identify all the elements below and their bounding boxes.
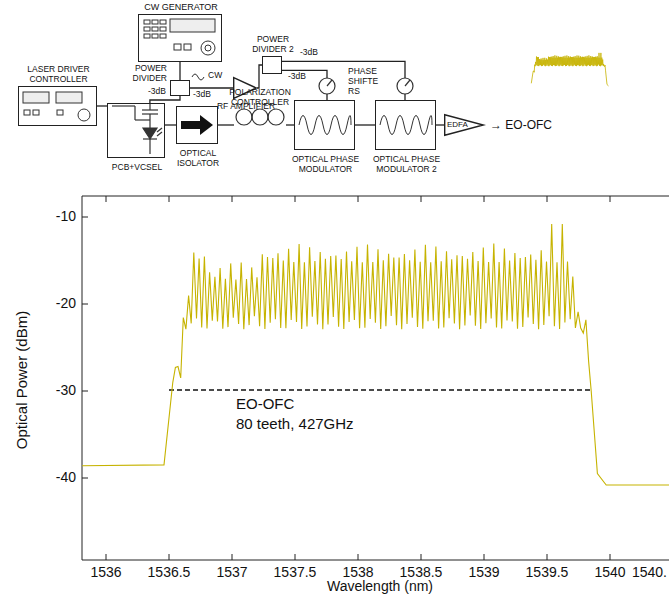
- phase-modulator: OPTICAL PHASE MODULATOR 2: [375, 100, 436, 150]
- power-divider: POWER DIVIDER: [170, 80, 190, 96]
- annotation-label: 80 teeth, 427GHz: [236, 416, 354, 433]
- annotation-label: → EO-OFC: [490, 119, 552, 132]
- connector-line: [150, 96, 180, 103]
- tick-label: 1537: [216, 565, 247, 580]
- tick-label: 1536: [90, 565, 121, 580]
- chart-axes: [82, 196, 669, 560]
- tick-label: -20: [56, 296, 76, 311]
- annotation-label: -3dB: [193, 90, 211, 99]
- annotation-label: PHASE SHIFTE RS: [348, 66, 382, 96]
- edfa-amplifier: EDFA: [444, 114, 484, 136]
- node-label: OPTICAL PHASE MODULATOR 2: [371, 154, 442, 174]
- sine-symbol: [192, 74, 204, 80]
- spectrum-thumbnail: [531, 53, 608, 86]
- node-label: EDFA: [447, 120, 477, 130]
- isolator-arrow: [181, 115, 213, 135]
- node-label: OPTICAL ISOLATOR: [168, 148, 228, 168]
- node-label: CW GENERATOR: [129, 2, 233, 12]
- annotation-label: CW: [208, 71, 222, 80]
- tick-label: 1536.5: [148, 565, 191, 580]
- node-label: LASER DRIVER CONTROLLER: [19, 64, 98, 84]
- axis-title: Optical Power (dBm): [14, 311, 31, 449]
- annotation-label: -3dB: [148, 87, 166, 96]
- connector-line: [97, 106, 107, 107]
- optical-isolator: OPTICAL ISOLATOR: [176, 106, 218, 144]
- node-label: POWER DIVIDER 2: [250, 34, 296, 54]
- axis-ticks: [82, 196, 610, 560]
- tick-label: 1539: [468, 565, 499, 580]
- pcb-vcsel-board: PCB+VCSEL: [107, 103, 165, 158]
- modulation-waves: [299, 116, 432, 135]
- node-label: OPTICAL PHASE MODULATOR: [290, 154, 361, 174]
- annotation-label: -3dB: [288, 72, 306, 81]
- connector-line: [436, 125, 444, 126]
- signal-generator-drawing: [144, 19, 215, 55]
- laser-driver: LASER DRIVER CONTROLLER: [18, 86, 97, 126]
- connector-line: [165, 125, 176, 126]
- annotation-label: -3dB: [300, 48, 318, 57]
- fiber-loops: [236, 109, 284, 125]
- connector-line: [218, 125, 234, 126]
- connector-line: [180, 62, 181, 80]
- connector-line: [190, 88, 233, 89]
- laser-driver-drawing: [23, 92, 90, 121]
- axis-title: Wavelength (nm): [327, 579, 433, 594]
- tick-label: -30: [56, 383, 76, 398]
- annotation-label: EO-OFC: [236, 396, 294, 413]
- node-label: POWER DIVIDER: [125, 63, 167, 83]
- signal-generator: CW GENERATOR: [138, 14, 222, 62]
- connector-line: [286, 125, 294, 126]
- connector-line: [282, 61, 405, 100]
- tick-label: 1539.5: [526, 565, 569, 580]
- phase-modulator: OPTICAL PHASE MODULATOR: [294, 100, 355, 150]
- node-label: PCB+VCSEL: [102, 162, 172, 172]
- tick-label: 1537.5: [274, 565, 317, 580]
- tick-label: 1540.: [632, 565, 667, 580]
- spectrum-trace: [82, 224, 669, 485]
- tick-label: -40: [56, 470, 76, 485]
- power-divider: POWER DIVIDER 2: [262, 56, 282, 74]
- tick-label: 1540: [594, 565, 625, 580]
- node-label: POLARIZATION CONTROLLER: [227, 87, 293, 107]
- tick-label: -10: [56, 209, 76, 224]
- connector-line: [355, 125, 375, 126]
- vcsel-circuit: [112, 103, 162, 154]
- polarization-controller: POLARIZATION CONTROLLER: [234, 112, 286, 138]
- threshold-line: [169, 389, 590, 390]
